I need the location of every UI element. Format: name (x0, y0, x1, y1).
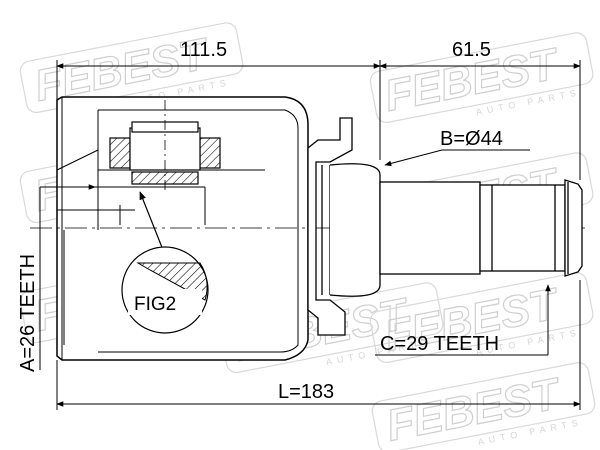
top-dimensions (56, 60, 581, 180)
inner-teeth-label: A=26 TEETH (17, 254, 39, 372)
length-a-label: 111.5 (180, 39, 227, 61)
total-length-label: L=183 (278, 381, 334, 403)
watermark-brand: FEBEST (383, 369, 566, 450)
length-b-label: 61.5 (452, 39, 491, 61)
housing-inner-contour (98, 109, 299, 230)
fig2-leader-line (139, 191, 166, 256)
fig2-label: FIG2 (134, 294, 176, 315)
fig2-detail: FIG2 (121, 191, 209, 334)
total-length-dimension (56, 280, 581, 410)
housing-lower-contour (98, 230, 299, 353)
diameter-label: B=Ø44 (440, 128, 503, 150)
splined-shaft (379, 179, 583, 277)
inner-teeth-callout: A=26 TEETH (17, 184, 96, 372)
outer-teeth-label: C=29 TEETH (380, 333, 499, 355)
joint-neck (307, 117, 381, 336)
diameter-leader-line (384, 149, 443, 167)
watermark-logo: FEBEST AUTO PARTS (371, 362, 596, 450)
tripod-roller (109, 100, 221, 190)
